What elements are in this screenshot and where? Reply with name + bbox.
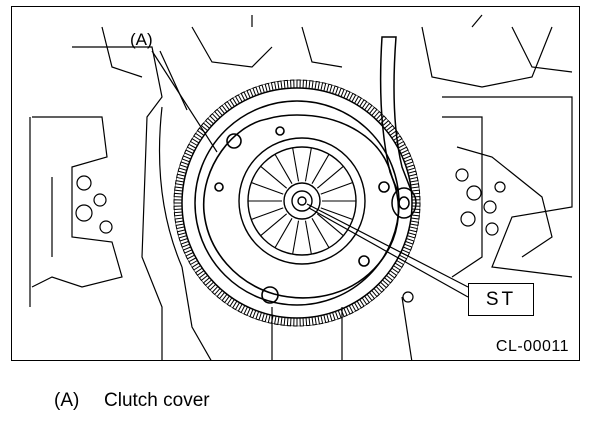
ring-gear-tooth [305, 317, 311, 327]
ring-gear-tooth [174, 180, 185, 186]
diaphragm-finger [274, 153, 293, 184]
ring-gear-tooth [302, 79, 308, 89]
ring-gear-tooth [274, 315, 280, 326]
diaphragm-finger [260, 165, 288, 189]
ring-gear-tooth [308, 80, 314, 90]
callout-a-leaders [151, 50, 218, 153]
diaphragm-finger [316, 165, 344, 189]
legend: (A) Clutch cover [54, 390, 210, 412]
ring-gear-tooth [311, 316, 317, 326]
figure-id: CL-00011 [495, 338, 569, 355]
engine-background-lines [29, 14, 573, 360]
ring-gear-tooth [293, 317, 298, 327]
flywheel-ring-gear [173, 79, 421, 327]
ring-gear-outline [173, 79, 421, 327]
diaphragm-finger [260, 213, 288, 237]
diaphragm-finger [311, 153, 330, 184]
ring-gear-tooth [174, 186, 184, 192]
ring-gear-tooth [410, 214, 420, 220]
ring-gear-tooth [173, 192, 183, 198]
legend-label: Clutch cover [104, 390, 210, 411]
diaphragm-finger [304, 147, 312, 182]
ring-gear-tooth [280, 316, 286, 326]
ring-gear-tooth [290, 79, 295, 89]
ring-gear-tooth [173, 211, 183, 217]
diaphragm-fingers [248, 147, 356, 255]
ring-gear-tooth [174, 217, 184, 223]
ring-gear-tooth [409, 220, 420, 226]
ring-gear-tooth [314, 80, 320, 91]
ring-gear-tooth [299, 317, 304, 327]
diaphragm-finger [292, 220, 300, 255]
callout-a-label: (A) [130, 30, 153, 49]
special-tool-label: ST [468, 283, 534, 316]
ring-gear-tooth [277, 80, 283, 90]
ring-gear-tooth [409, 176, 419, 183]
diaphragm-finger [251, 182, 284, 195]
diaphragm-finger [251, 207, 284, 220]
ring-gear-tooth [283, 79, 289, 89]
ring-gear-tooth [175, 223, 185, 230]
st-leader [306, 203, 469, 298]
clutch-cover [202, 114, 400, 304]
ring-gear-tooth [296, 79, 301, 89]
diaphragm-finger [316, 213, 344, 237]
diaphragm-finger [304, 220, 312, 255]
diagram-artwork: (A) [29, 14, 573, 360]
diaphragm-finger [292, 147, 300, 182]
ring-gear-tooth [270, 81, 277, 91]
ring-gear-tooth [173, 199, 183, 204]
housing-bolts [75, 168, 506, 303]
ring-gear-tooth [410, 183, 420, 189]
diaphragm-finger [320, 207, 353, 220]
flywheel [181, 87, 413, 319]
ring-gear-tooth [317, 315, 324, 325]
diaphragm-finger [311, 218, 330, 249]
clutch-diagram: (A) ST CL-00011 [11, 6, 580, 361]
ring-gear-tooth [286, 317, 292, 327]
diaphragm-finger [274, 218, 293, 249]
diaphragm-finger [320, 182, 353, 195]
legend-key: (A) [54, 390, 80, 411]
ring-gear-tooth [173, 205, 183, 210]
